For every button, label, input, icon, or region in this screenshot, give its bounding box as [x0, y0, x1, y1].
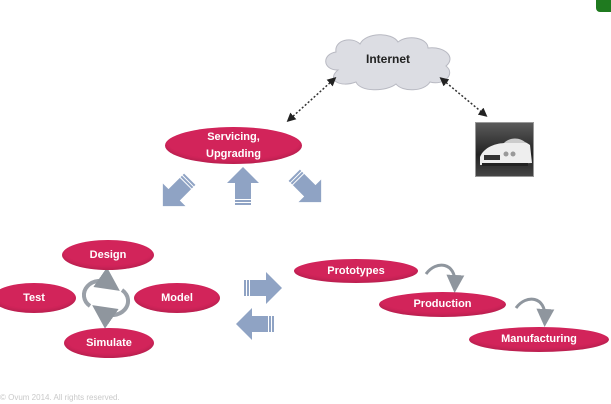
arrow-up-icon: [227, 167, 259, 205]
model-node: Model: [134, 283, 220, 313]
curved-arrow-icon: [514, 297, 555, 327]
car-icon: [480, 138, 532, 166]
design-node: Design: [62, 240, 154, 270]
curved-arrow-icon: [424, 263, 465, 293]
node-label: Servicing,: [207, 130, 260, 143]
arrow-down-right-icon: [288, 169, 322, 203]
corner-logo-icon: [596, 0, 611, 12]
node-label: Upgrading: [206, 147, 261, 160]
internet-car-link: [439, 77, 488, 117]
cycle-arrows-icon: [81, 267, 131, 329]
simulate-node: Simulate: [64, 328, 154, 358]
car-image: [475, 122, 534, 177]
internet-servicing-link: [286, 76, 337, 123]
servicing-upgrading-node: Servicing, Upgrading: [165, 127, 302, 164]
arrow-down-left-icon: [162, 173, 196, 207]
arrow-right-icon: [244, 272, 282, 304]
copyright-footer: © Ovum 2014. All rights reserved.: [0, 393, 120, 402]
production-node: Production: [379, 292, 506, 317]
internet-label: Internet: [365, 52, 410, 66]
manufacturing-node: Manufacturing: [469, 327, 609, 352]
arrow-left-icon: [236, 308, 274, 340]
test-node: Test: [0, 283, 76, 313]
prototypes-node: Prototypes: [294, 259, 418, 283]
cloud-icon: [325, 34, 451, 91]
